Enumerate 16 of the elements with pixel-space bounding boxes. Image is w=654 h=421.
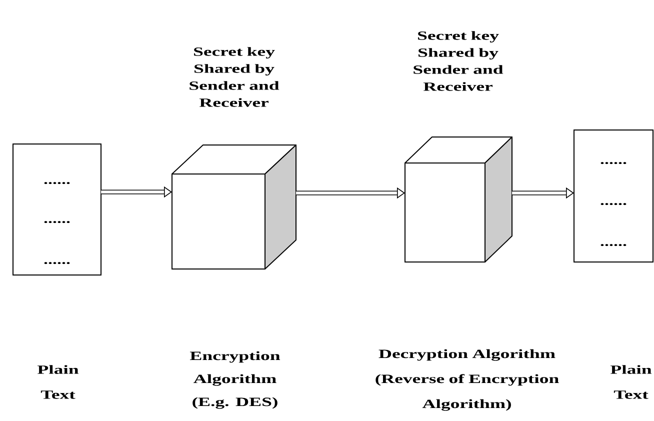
dotted-text: ...... <box>600 244 626 246</box>
caption-text: Plain Text <box>37 365 79 399</box>
dotted-text: ...... <box>44 182 70 184</box>
dotted-text: ...... <box>600 162 626 164</box>
caption-text: Decryption Algorithm (Reverse of Encryption Algorithm) <box>376 349 559 411</box>
caption-text: Plain Text <box>610 365 652 399</box>
dotted-text: ...... <box>44 221 70 223</box>
document-box <box>574 130 654 262</box>
cube-drawing <box>404 136 512 262</box>
caption-text: Secret key Shared by Sender and Receiver <box>414 31 504 91</box>
document-box <box>12 144 102 276</box>
dotted-text: ...... <box>600 203 626 205</box>
caption-text: Secret key Shared by Sender and Receiver <box>190 47 280 107</box>
dotted-text: ...... <box>44 262 70 264</box>
cube-drawing <box>172 144 296 270</box>
caption-text: Encryption Algorithm (E.g. DES) <box>190 351 280 409</box>
